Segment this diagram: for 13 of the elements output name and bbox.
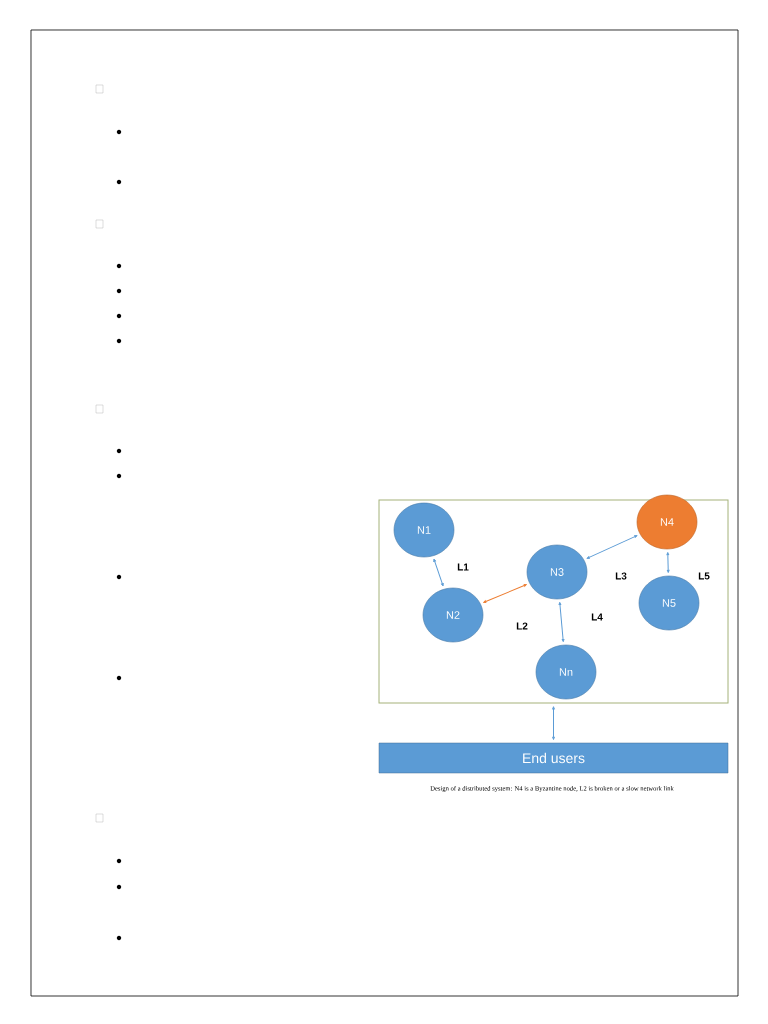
edge-label: L3 [614, 571, 628, 581]
edge-label: L2 [515, 621, 529, 631]
network-frame [378, 499, 729, 704]
edge-label: L5 [697, 571, 711, 581]
arrow [586, 535, 638, 559]
arrow [483, 584, 527, 603]
edge-label: L4 [590, 612, 604, 622]
arrow [666, 552, 670, 573]
arrow [552, 706, 555, 741]
end-users-bar: End users [378, 742, 729, 774]
arrow [558, 601, 565, 643]
arrow [433, 558, 444, 587]
edge-label: L1 [456, 562, 470, 572]
